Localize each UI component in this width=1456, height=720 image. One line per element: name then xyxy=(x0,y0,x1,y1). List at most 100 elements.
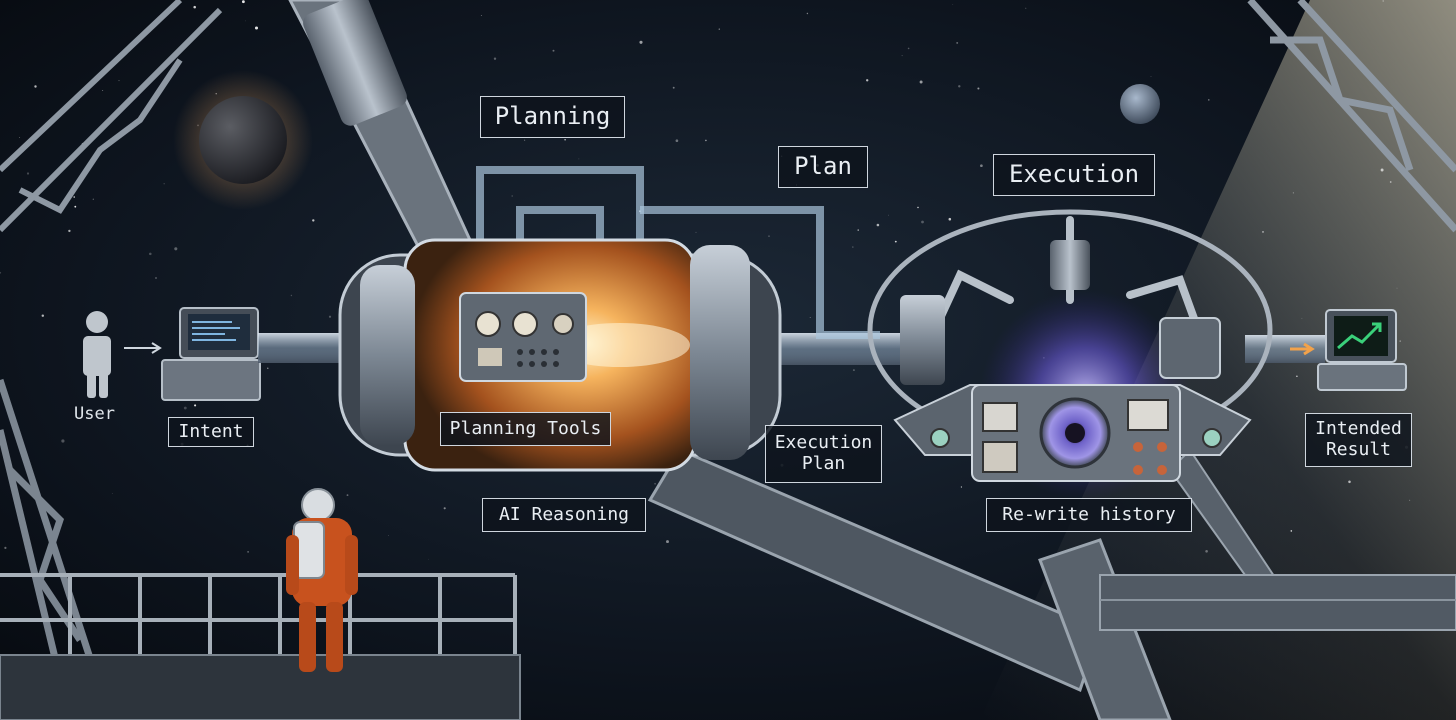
star xyxy=(74,206,76,208)
star xyxy=(1301,318,1302,319)
star xyxy=(428,559,429,560)
star xyxy=(1390,181,1392,183)
planning-tools-label: Planning Tools xyxy=(440,412,611,446)
star xyxy=(958,85,960,87)
star xyxy=(1397,288,1398,289)
rewrite-history-label: Re-write history xyxy=(986,498,1192,532)
executor-box-right xyxy=(1160,318,1220,378)
star xyxy=(977,87,979,89)
star xyxy=(524,140,525,141)
star xyxy=(93,199,94,200)
star xyxy=(27,172,29,174)
star xyxy=(866,79,868,81)
star xyxy=(1291,530,1293,532)
execution-label: Execution xyxy=(993,154,1155,196)
star xyxy=(112,493,113,494)
star xyxy=(1409,500,1410,501)
control-panel xyxy=(460,293,586,381)
star xyxy=(917,207,918,208)
star xyxy=(719,28,720,29)
star xyxy=(705,140,707,142)
star xyxy=(267,368,268,369)
star xyxy=(194,404,196,406)
star xyxy=(247,551,249,553)
star xyxy=(980,164,983,167)
star xyxy=(19,137,20,138)
star xyxy=(73,196,75,198)
star xyxy=(654,483,656,485)
star xyxy=(444,507,446,509)
star xyxy=(255,26,258,29)
star xyxy=(956,42,958,44)
planet-dark xyxy=(199,96,287,184)
star xyxy=(852,247,853,248)
star xyxy=(1025,8,1026,9)
user-label: User xyxy=(74,404,115,424)
star xyxy=(164,183,165,184)
star xyxy=(1262,231,1264,233)
intent-label: Intent xyxy=(168,417,254,447)
star xyxy=(245,20,246,21)
star xyxy=(155,277,157,279)
star xyxy=(193,6,196,9)
star xyxy=(1205,550,1208,553)
star xyxy=(921,221,924,224)
star xyxy=(1382,0,1383,1)
star xyxy=(34,85,36,87)
star xyxy=(102,90,103,91)
platform-deck xyxy=(0,655,520,720)
star xyxy=(807,13,808,14)
star xyxy=(174,247,177,250)
star xyxy=(388,535,389,536)
star xyxy=(149,253,152,256)
star xyxy=(564,139,565,140)
star xyxy=(68,230,70,232)
star xyxy=(291,295,292,296)
star xyxy=(673,87,675,89)
star xyxy=(1348,481,1351,484)
star xyxy=(312,219,314,221)
star xyxy=(242,0,245,3)
star xyxy=(952,4,953,5)
star xyxy=(961,486,962,487)
star xyxy=(810,317,811,318)
star xyxy=(1150,76,1151,77)
star xyxy=(1381,169,1384,172)
star xyxy=(920,81,923,84)
star xyxy=(908,48,910,50)
star xyxy=(329,316,331,318)
star xyxy=(512,196,513,197)
drill-head xyxy=(1050,240,1090,290)
star xyxy=(1208,99,1210,101)
star xyxy=(858,229,859,230)
ai-reasoning-label: AI Reasoning xyxy=(482,498,646,532)
star xyxy=(769,236,770,237)
planet-small xyxy=(1120,84,1160,124)
star xyxy=(639,41,642,44)
star xyxy=(184,407,187,410)
star xyxy=(347,494,349,496)
star xyxy=(579,159,580,160)
star xyxy=(949,218,952,221)
star xyxy=(1399,340,1400,341)
star xyxy=(494,58,496,60)
star xyxy=(42,314,44,316)
star xyxy=(1293,192,1294,193)
star xyxy=(902,55,903,56)
star xyxy=(888,215,889,216)
star xyxy=(666,540,669,543)
executor-pillar-left xyxy=(900,295,945,385)
planning-label: Planning xyxy=(480,96,625,138)
intended-result-label: Intended Result xyxy=(1305,413,1412,467)
star xyxy=(119,80,120,81)
star xyxy=(696,232,697,233)
star xyxy=(4,547,6,549)
star xyxy=(676,139,679,142)
result-monitor-icon xyxy=(1318,310,1406,390)
star xyxy=(61,439,64,442)
star xyxy=(1296,376,1298,378)
star xyxy=(877,224,880,227)
star xyxy=(481,15,482,16)
execution-plan-label: Execution Plan xyxy=(765,425,882,483)
